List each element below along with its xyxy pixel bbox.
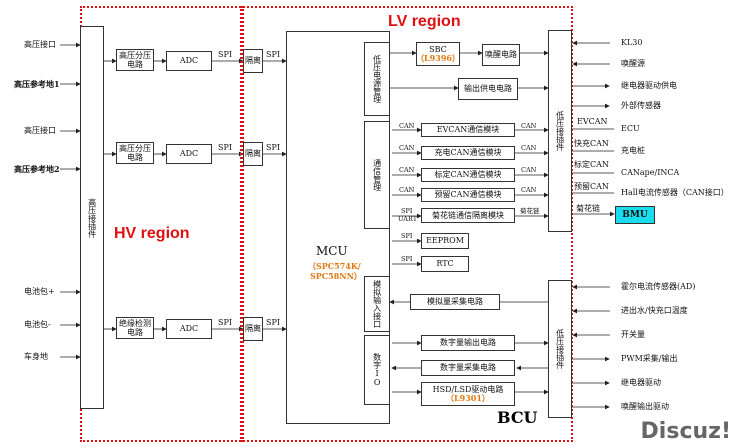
external-signal-label: KL30 bbox=[621, 38, 643, 47]
spi-label: SPI bbox=[401, 255, 413, 263]
digital-input-circuit: 数字量采集电路 bbox=[421, 360, 515, 376]
spi-label: SPI bbox=[401, 232, 413, 240]
insulation-detect-circuit: 绝缘检测电路 bbox=[116, 317, 154, 339]
daisy-chain-module: 菊花链通信隔离模块 bbox=[421, 208, 515, 223]
bcu-label: BCU bbox=[497, 408, 538, 427]
spi-label: SPI bbox=[266, 318, 281, 327]
watermark-logo: Discuz! bbox=[640, 419, 731, 444]
can-module-ev: EVCAN通信模块 bbox=[421, 123, 515, 137]
mcu-part-1: （SPC574K/ bbox=[308, 261, 361, 271]
can-bus-label: 快充CAN bbox=[574, 139, 609, 148]
can-label: CAN bbox=[521, 122, 537, 130]
digital-output-circuit: 数字量输出电路 bbox=[421, 335, 515, 351]
adc-1: ADC bbox=[166, 51, 212, 71]
external-signal-label: 唤醒输出驱动 bbox=[621, 402, 669, 411]
external-signal-label: 唤醒源 bbox=[621, 59, 645, 68]
daisy-label: 菊花链 bbox=[520, 207, 540, 215]
external-signal-label: 进出水/快充口温度 bbox=[621, 306, 688, 315]
external-signal-label: 开关量 bbox=[621, 330, 645, 339]
analog-acquisition-circuit: 模拟量采集电路 bbox=[410, 294, 500, 310]
analog-input-interface: 模拟输入接口 bbox=[364, 276, 390, 332]
can-label: CAN bbox=[521, 186, 537, 194]
hv-input-label: 高压接口 bbox=[24, 40, 56, 49]
hv-input-label: 高压接口 bbox=[24, 126, 56, 135]
hv-region-outline bbox=[80, 6, 244, 442]
bmu-block: BMU bbox=[615, 206, 655, 224]
hv-divider-circuit-1: 高压分压电路 bbox=[116, 49, 154, 71]
wake-circuit: 唤醒电路 bbox=[482, 44, 520, 66]
mcu-part-2: SPC58NN） bbox=[310, 271, 362, 281]
hv-input-label: 高压参考地2 bbox=[14, 164, 60, 174]
can-target-label: ECU bbox=[621, 124, 640, 133]
isolation-1: 隔离 bbox=[243, 49, 263, 73]
external-signal-label: PWM采集/输出 bbox=[621, 354, 678, 363]
can-label: CAN bbox=[399, 186, 415, 194]
uart-label: UART bbox=[398, 215, 418, 223]
spi-label: SPI bbox=[218, 318, 233, 327]
lv-region-outline bbox=[240, 6, 573, 442]
can-label: CAN bbox=[399, 122, 415, 130]
can-label: CAN bbox=[521, 166, 537, 174]
hv-input-label: 电池包+ bbox=[24, 287, 55, 296]
mcu-label: MCU bbox=[316, 244, 348, 258]
can-target-label: 充电桩 bbox=[621, 146, 645, 155]
spi-label: SPI bbox=[266, 143, 281, 152]
hv-input-label: 高压参考地1 bbox=[14, 79, 60, 89]
sbc-chip: SBC（L9396） bbox=[416, 42, 460, 66]
daisy-chain-label: 菊花链 bbox=[576, 204, 600, 213]
can-bus-label: EVCAN bbox=[577, 117, 608, 126]
can-module-reserved: 预留CAN通信模块 bbox=[421, 188, 515, 202]
communication-management: 通信管理 bbox=[364, 121, 390, 229]
eeprom: EEPROM bbox=[421, 233, 469, 249]
hsd-lsd-driver: HSD/LSD驱动电路（L9301） bbox=[421, 382, 515, 406]
lv-power-management: 低压电源管理 bbox=[364, 42, 390, 116]
can-module-calib: 标定CAN通信模块 bbox=[421, 168, 515, 182]
hv-input-label: 电池包- bbox=[24, 320, 51, 329]
lv-connector-top: 低压接插件 bbox=[548, 30, 572, 232]
hv-input-label: 车身地 bbox=[24, 352, 48, 361]
output-supply-circuit: 输出供电电路 bbox=[458, 78, 518, 100]
spi-label: SPI bbox=[218, 50, 233, 59]
hv-connector: 高压接插件 bbox=[80, 26, 104, 409]
external-signal-label: 外部传感器 bbox=[621, 101, 661, 110]
can-target-label: CANape/INCA bbox=[621, 168, 680, 177]
adc-2: ADC bbox=[166, 144, 212, 164]
hv-divider-circuit-2: 高压分压电路 bbox=[116, 142, 154, 164]
can-label: CAN bbox=[399, 166, 415, 174]
can-bus-label: 标定CAN bbox=[574, 160, 609, 169]
can-label: CAN bbox=[399, 144, 415, 152]
external-signal-label: 继电器驱动 bbox=[621, 378, 661, 387]
can-label: CAN bbox=[521, 144, 537, 152]
rtc: RTC bbox=[421, 256, 469, 272]
lv-region-label: LV region bbox=[388, 13, 461, 30]
isolation-3: 隔离 bbox=[243, 317, 263, 341]
spi-label: SPI bbox=[266, 50, 281, 59]
spi-label: SPI bbox=[401, 207, 413, 215]
can-bus-label: 预留CAN bbox=[574, 182, 609, 191]
can-module-charge: 充电CAN通信模块 bbox=[421, 146, 515, 160]
external-signal-label: 霍尔电流传感器(AD) bbox=[621, 282, 696, 291]
isolation-2: 隔离 bbox=[243, 142, 263, 166]
spi-label: SPI bbox=[218, 143, 233, 152]
can-target-label: Hall电流传感器（CAN接口） bbox=[621, 188, 729, 197]
hv-region-label: HV region bbox=[114, 225, 190, 242]
adc-3: ADC bbox=[166, 319, 212, 339]
digital-io: 数字IO bbox=[364, 335, 390, 405]
external-signal-label: 继电器驱动供电 bbox=[621, 81, 677, 90]
lv-connector-bottom: 低压接插件 bbox=[548, 280, 572, 418]
